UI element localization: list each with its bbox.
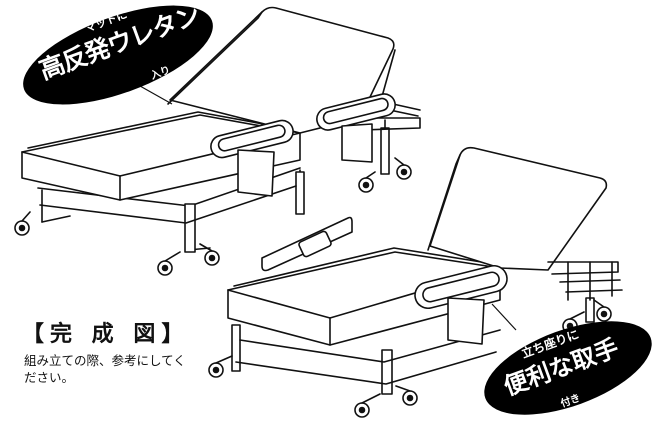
pointer-line-bottom <box>491 303 517 331</box>
assembly-reference-note: 組み立ての際、参考にしてください。 <box>24 353 186 385</box>
complete-diagram-heading: 【完 成 図】 <box>22 322 190 347</box>
badge-bottom-bubble <box>484 321 652 415</box>
pointer-line-top <box>139 85 173 105</box>
bed-top-left <box>14 6 421 276</box>
badge-top-bubble <box>23 5 213 105</box>
bed-bottom-right <box>208 146 623 418</box>
